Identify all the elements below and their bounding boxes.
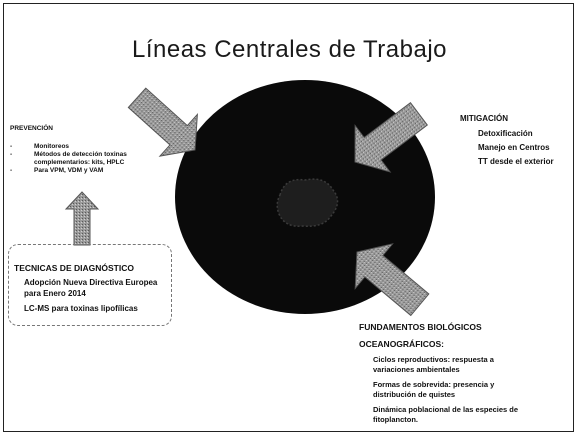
mitigacion-item-1: Detoxificación <box>478 129 533 138</box>
fundamentos-item-1-text: Ciclos reproductivos: respuesta a variac… <box>373 355 494 374</box>
prevencion-item: Para VPM, VDM y VAM <box>10 167 154 175</box>
prevencion-heading: PREVENCIÓN <box>10 125 53 132</box>
fundamentos-item-3-text: Dinámica poblacional de las especies de … <box>373 405 519 424</box>
tecnicas-item-1: Adopción Nueva Directiva Europea para En… <box>24 277 164 299</box>
prevencion-item: Métodos de detección toxinas complementa… <box>10 151 154 167</box>
arrow-mitigacion <box>354 101 429 173</box>
prevencion-item-text: Métodos de detección toxinas complementa… <box>34 151 127 166</box>
fundamentos-item-1: Ciclos reproductivos: respuesta a variac… <box>373 355 533 375</box>
arrow-tecnicas <box>64 191 100 246</box>
fundamentos-heading-1: FUNDAMENTOS BIOLÓGICOS <box>359 322 482 332</box>
mitigacion-item-3: TT desde el exterior <box>478 157 554 166</box>
fundamentos-item-2: Formas de sobrevida: presencia y distrib… <box>373 380 533 400</box>
tecnicas-item-1-text: Adopción Nueva Directiva Europea para En… <box>24 278 158 298</box>
arrow-prevencion <box>127 87 198 157</box>
prevencion-list: Monitoreos Métodos de detección toxinas … <box>10 143 154 175</box>
mitigacion-heading: MITIGACIÓN <box>460 114 508 123</box>
fundamentos-item-2-text: Formas de sobrevida: presencia y distrib… <box>373 380 495 399</box>
tecnicas-heading: TECNICAS DE DIAGNÓSTICO <box>14 263 134 273</box>
slide-frame <box>3 3 574 432</box>
arrow-fundamentos <box>354 243 430 317</box>
mitigacion-item-2: Manejo en Centros <box>478 143 550 152</box>
slide-title: Líneas Centrales de Trabajo <box>131 36 448 63</box>
prevencion-item: Monitoreos <box>10 143 154 151</box>
center-image <box>276 178 339 228</box>
tecnicas-box <box>8 244 172 326</box>
fundamentos-item-3: Dinámica poblacional de las especies de … <box>373 405 563 425</box>
tecnicas-item-2: LC-MS para toxinas lipofílicas <box>24 304 138 313</box>
fundamentos-heading-2: OCEANOGRÁFICOS: <box>359 339 444 349</box>
